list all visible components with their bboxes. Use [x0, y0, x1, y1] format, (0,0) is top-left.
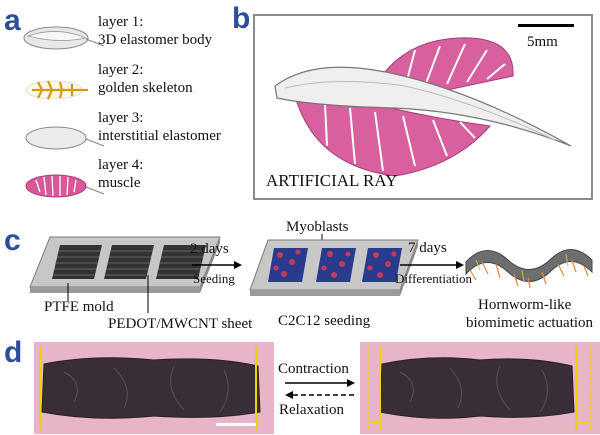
layer1-elastomer-body-image	[23, 26, 105, 50]
pedot-mwcnt-sheets	[52, 245, 206, 279]
contraction-label: Contraction	[278, 361, 349, 377]
layer3-interstitial-elastomer-image	[25, 126, 105, 150]
layer2-title: layer 2:	[98, 62, 144, 78]
relaxation-arrow	[285, 391, 355, 399]
artificial-ray-image	[274, 37, 572, 177]
panel-b-letter: b	[232, 2, 251, 35]
layer2-desc: golden skeleton	[98, 80, 193, 96]
contraction-photo-left	[34, 342, 274, 434]
layer2-golden-skeleton-image	[25, 80, 88, 100]
layer3-title: layer 3:	[98, 110, 144, 126]
step1-duration: 2 days	[190, 241, 229, 257]
myoblasts-label: Myoblasts	[286, 219, 349, 235]
layer4-muscle-image	[25, 174, 105, 198]
panel-d-letter: d	[4, 336, 23, 369]
hornworm-actuator-image	[465, 249, 593, 289]
ptfe-mold-image	[29, 236, 221, 293]
hornworm-label-line2: biomimetic actuation	[466, 315, 594, 331]
hornworm-label-line1: Hornworm-like	[478, 297, 572, 313]
layer1-desc: 3D elastomer body	[98, 32, 213, 48]
step2-duration: 7 days	[408, 240, 447, 256]
step2-label: Differentiation	[395, 271, 473, 286]
artificial-ray-caption: ARTIFICIAL RAY	[266, 171, 398, 190]
layer3-desc: interstitial elastomer	[98, 128, 221, 144]
contraction-photo-right	[360, 342, 600, 434]
pedot-mwcnt-label: PEDOT/MWCNT sheet	[108, 316, 253, 332]
panel-a-letter: a	[4, 4, 21, 37]
step1-label: Seeding	[193, 271, 235, 286]
scale-bar-label: 5mm	[527, 34, 558, 50]
layer4-title: layer 4:	[98, 157, 144, 173]
c2c12-seeded-mold-image	[249, 239, 419, 296]
scale-bar	[518, 24, 574, 27]
relaxation-label: Relaxation	[279, 402, 344, 418]
panel-c-letter: c	[4, 224, 21, 257]
layer1-title: layer 1:	[98, 14, 144, 30]
ptfe-pointer-line	[67, 283, 69, 301]
contraction-arrow	[285, 379, 355, 387]
ptfe-mold-label: PTFE mold	[44, 299, 114, 315]
layer4-desc: muscle	[98, 175, 141, 191]
seeding-arrow	[192, 261, 242, 269]
differentiation-arrow	[400, 261, 464, 269]
c2c12-seeding-label: C2C12 seeding	[278, 313, 371, 329]
pedot-pointer-line	[147, 275, 149, 313]
